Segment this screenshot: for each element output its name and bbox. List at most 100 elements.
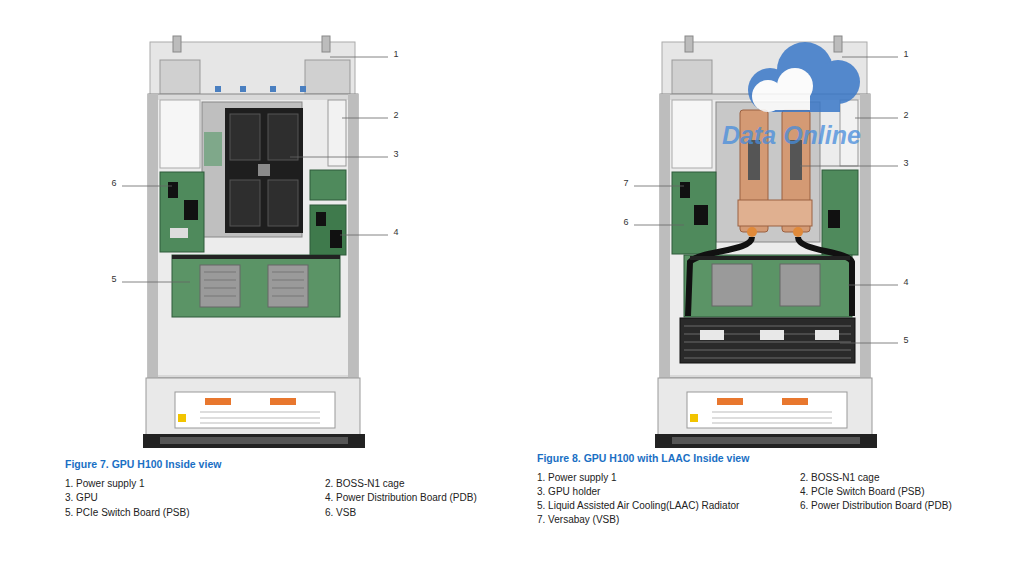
service-label: [175, 392, 335, 428]
leader-line: [842, 57, 898, 58]
bezel-inset: [672, 437, 860, 444]
coolant-tube: [798, 237, 852, 316]
gpu-board-edge: [204, 132, 222, 166]
callout-number: 4: [393, 227, 398, 237]
radiator-fins: [684, 326, 851, 358]
legend-item: 1. Power supply 1: [65, 478, 145, 490]
legend-item: 6. Power Distribution Board (PDB): [800, 500, 952, 512]
gpu-heatsink: [268, 180, 298, 226]
callout-number: 6: [623, 217, 628, 227]
psb-board: [684, 255, 852, 317]
pdb-board: [310, 205, 346, 255]
heatsink: [780, 264, 820, 306]
sticker-mark: [782, 398, 808, 405]
gpu-tray: [202, 102, 302, 237]
gpu-plate: [225, 108, 303, 233]
legend-item: 3. GPU holder: [537, 486, 600, 498]
leader-line: [330, 57, 388, 58]
callout-number: 3: [393, 149, 398, 159]
legend-item: 7. Versabay (VSB): [537, 514, 619, 526]
radiator-sticker: [815, 330, 839, 340]
callout-number: 2: [393, 110, 398, 120]
callout-number: 5: [903, 335, 908, 345]
gpu-chip: [258, 164, 270, 176]
service-label: [687, 392, 847, 428]
bezel-inset: [160, 437, 348, 444]
leader-line: [290, 157, 388, 158]
coolant-tube: [688, 237, 752, 316]
watermark-text: Data Online: [722, 121, 861, 150]
circuit-board: [310, 170, 346, 200]
psu-cage: [160, 100, 200, 168]
component: [680, 182, 690, 198]
server-left: [143, 36, 365, 448]
psu-slot: [160, 60, 200, 94]
radiator-sticker: [760, 330, 784, 340]
blue-tab: [215, 86, 221, 92]
chassis-floor: [670, 100, 860, 375]
manifold: [738, 200, 812, 226]
sticker-lines: [712, 412, 832, 423]
leader-line: [800, 166, 898, 167]
front-bezel: [143, 434, 365, 448]
callout-number: 7: [623, 178, 628, 188]
vsb-board: [160, 172, 204, 252]
component: [330, 230, 342, 248]
component: [316, 212, 326, 226]
front-panel: [146, 378, 360, 436]
fitting: [747, 227, 757, 237]
psu-handle: [834, 36, 842, 52]
watermark-cloud: [748, 42, 860, 112]
component: [184, 200, 198, 220]
radiator: [680, 318, 855, 363]
heatsink-fins: [204, 272, 304, 296]
legend-item: 2. BOSS-N1 cage: [800, 472, 879, 484]
chassis: [148, 94, 358, 378]
gpu-heatsink: [230, 114, 260, 160]
leader-line: [634, 225, 684, 226]
side-rail: [660, 94, 670, 378]
callout-number: 1: [393, 49, 398, 59]
leader-lines: [122, 57, 898, 343]
legend-item: 1. Power supply 1: [537, 472, 617, 484]
leader-line: [342, 118, 388, 119]
coolant-tube: [690, 256, 850, 260]
component: [828, 210, 840, 228]
legend-item: 4. Power Distribution Board (PDB): [325, 492, 477, 504]
heatsink: [200, 265, 240, 307]
leader-line: [634, 186, 684, 187]
psu-slot: [672, 60, 712, 94]
blue-tab: [240, 86, 246, 92]
front-bezel: [655, 434, 877, 448]
leader-line: [855, 118, 898, 119]
radiator-sticker: [700, 330, 724, 340]
component: [168, 182, 178, 198]
sticker-mark: [717, 398, 743, 405]
gpu-heatsink: [268, 114, 298, 160]
fitting: [793, 227, 803, 237]
boss-cage: [328, 100, 346, 166]
side-rail: [348, 94, 358, 378]
cloud-base: [760, 96, 810, 110]
side-rail: [148, 94, 158, 378]
sticker-lines: [200, 412, 320, 423]
leader-line: [122, 186, 172, 187]
blue-tab: [300, 86, 306, 92]
circuit-board: [822, 170, 858, 255]
front-panel: [658, 378, 872, 436]
warning-mark: [178, 414, 186, 422]
leader-line: [340, 235, 388, 236]
legend-item: 4. PCIe Switch Board (PSB): [800, 486, 925, 498]
legend-item: 2. BOSS-N1 cage: [325, 478, 404, 490]
psu-cage: [672, 100, 712, 168]
heatsink: [268, 265, 308, 307]
callout-number: 1: [903, 49, 908, 59]
psu-handle: [685, 36, 693, 52]
leader-line: [122, 282, 190, 283]
legend-item: 3. GPU: [65, 492, 98, 504]
sticker-mark: [270, 398, 296, 405]
callout-number: 6: [111, 178, 116, 188]
chassis: [660, 94, 870, 378]
psb-board: [172, 255, 340, 317]
